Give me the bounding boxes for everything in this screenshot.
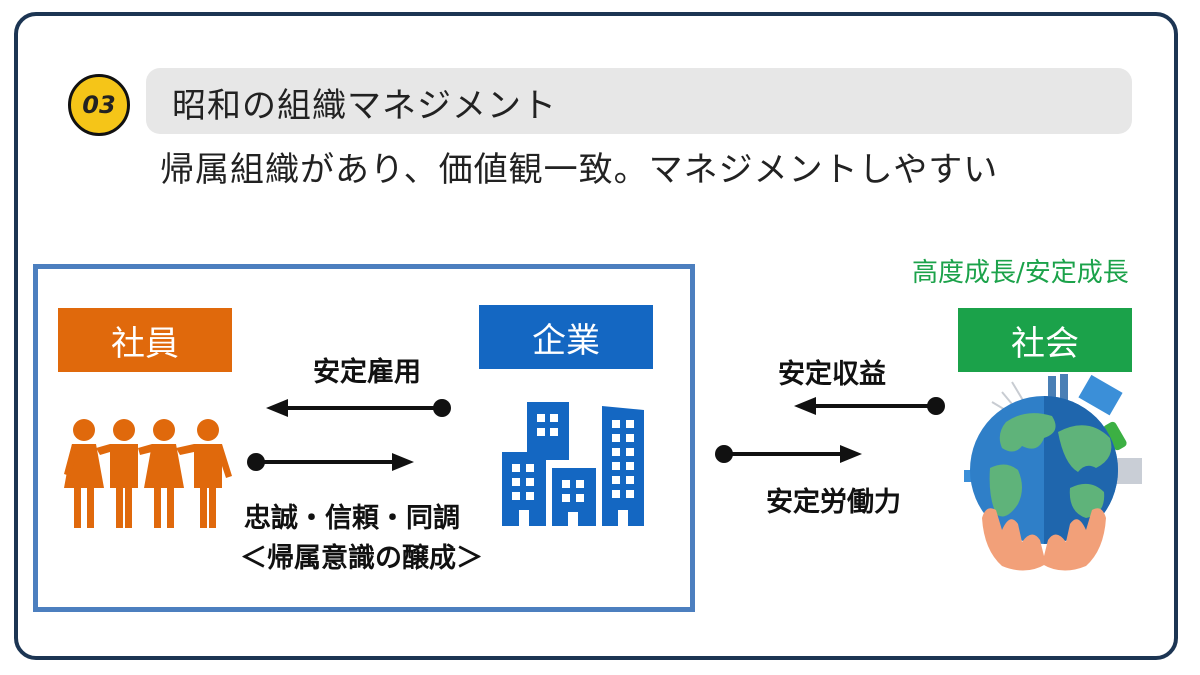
organization-box [33, 264, 695, 612]
arrow-company-to-employee [266, 398, 452, 418]
flow-label-belonging: ＜帰属意識の醸成＞ [240, 543, 483, 574]
arrow-company-to-society [714, 444, 864, 464]
arrow-employee-to-company [246, 452, 416, 472]
arrow-society-to-company [794, 396, 946, 416]
earth-in-hands-icon [960, 372, 1160, 572]
growth-note: 高度成長/安定成長 [912, 258, 1129, 288]
flow-label-stable-labor: 安定労働力 [766, 487, 901, 518]
slide-frame [14, 12, 1178, 660]
section-number-badge: 03 [68, 74, 130, 136]
flow-label-stable-revenue: 安定収益 [778, 359, 886, 390]
slide-title: 昭和の組織マネジメント [172, 86, 557, 126]
society-label: 社会 [958, 308, 1132, 372]
company-label: 企業 [479, 305, 653, 369]
title-bar [146, 68, 1132, 134]
flow-label-stable-employment: 安定雇用 [313, 357, 421, 388]
slide-subtitle: 帰属組織があり、価値観一致。マネジメントしやすい [160, 150, 999, 190]
employee-label: 社員 [58, 308, 232, 372]
office-buildings-icon [502, 402, 646, 526]
flow-label-loyalty: 忠誠・信頼・同調 [244, 503, 460, 534]
people-holding-hands-icon [62, 418, 234, 530]
